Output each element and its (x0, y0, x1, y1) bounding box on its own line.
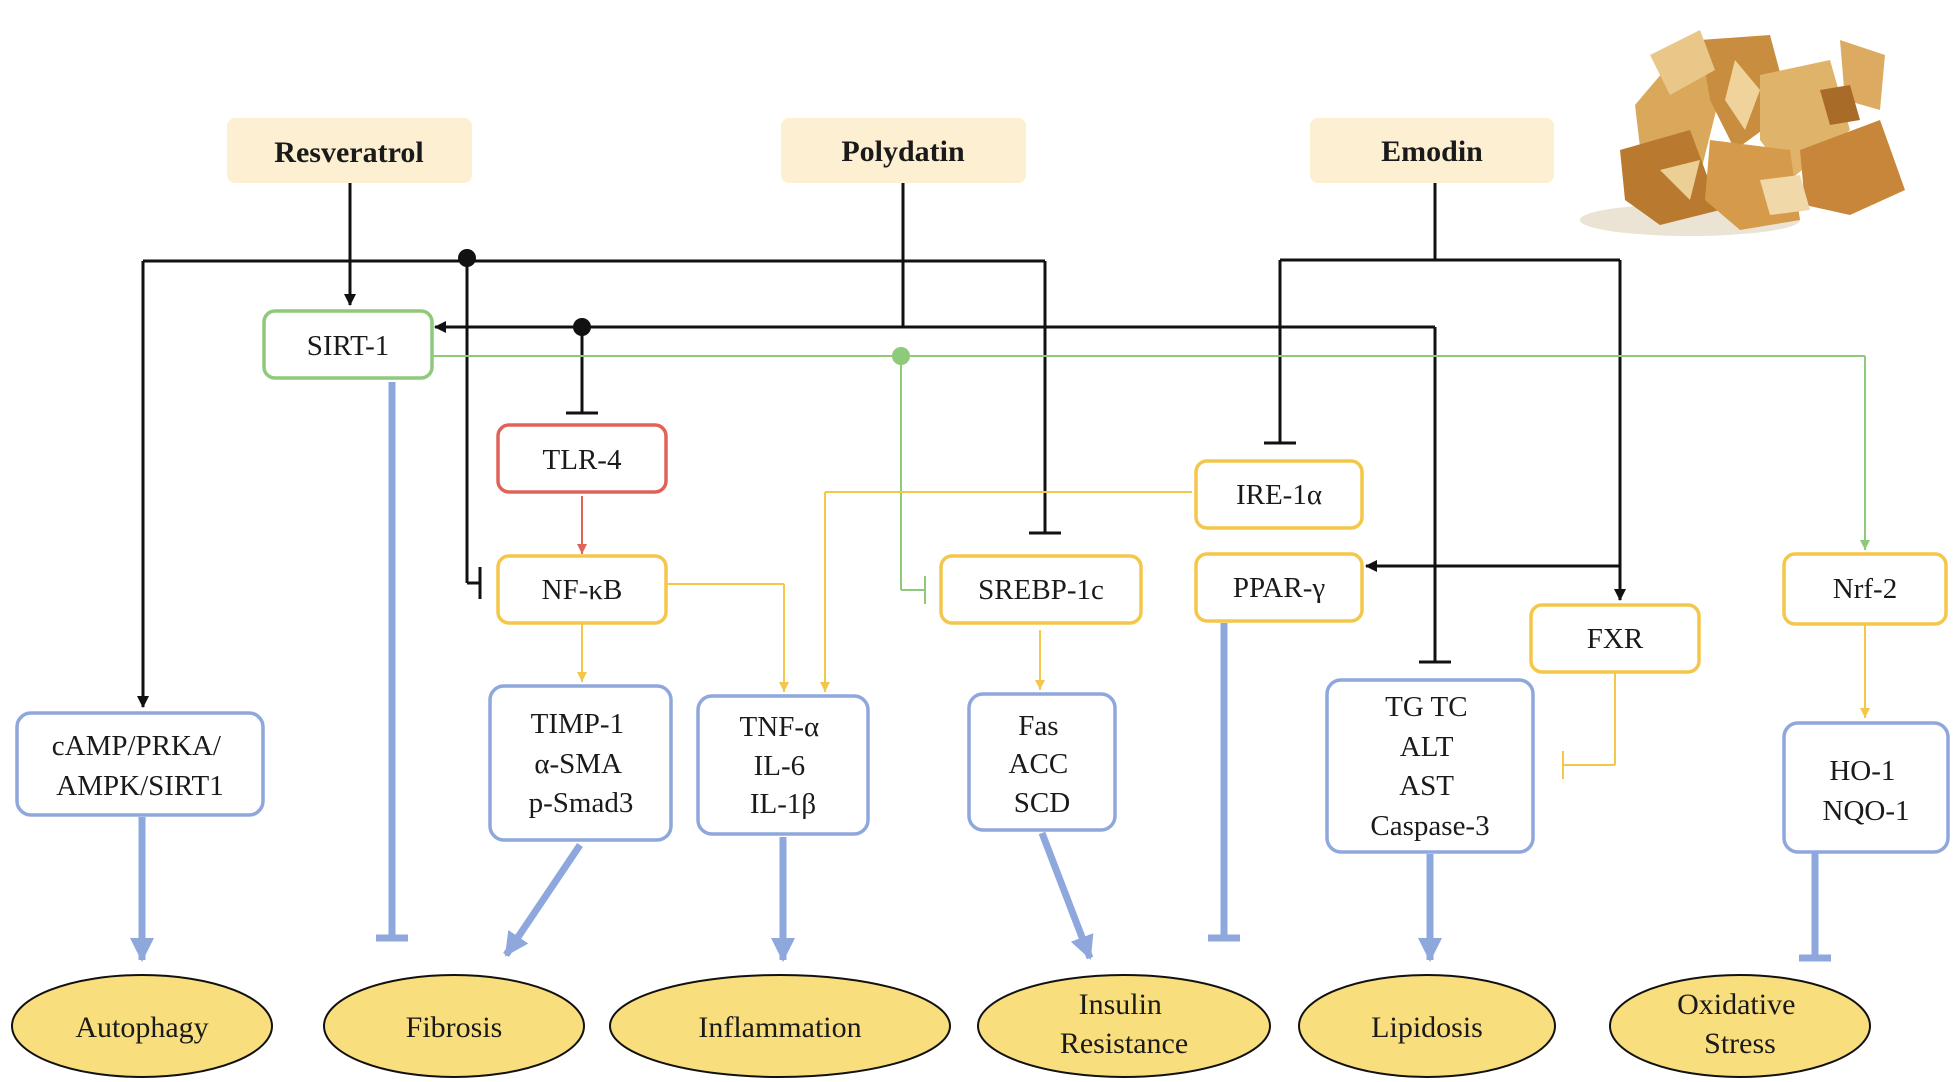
ho1-node: HO-1 NQO-1 (1782, 721, 1950, 854)
fxr-node: FXR (1529, 603, 1701, 674)
camp-text: cAMP/PRKA/ AMPK/SIRT1 (52, 730, 228, 802)
tnf-line: IL-1β (750, 788, 816, 820)
nrf2-node: Nrf-2 (1782, 552, 1948, 626)
timp-line: TIMP-1 (531, 708, 624, 740)
fas-line: ACC (1009, 748, 1069, 780)
fas-node: Fas ACC SCD (967, 692, 1117, 832)
tg-line: TG TC (1385, 691, 1467, 723)
outcome-line: Stress (1704, 1027, 1776, 1060)
yellow-connectors (577, 491, 1870, 779)
sirt1-label: SIRT-1 (307, 330, 390, 362)
outcome-label: Autophagy (75, 1011, 208, 1044)
nfkb-node: NF-κB (496, 554, 668, 625)
sirt1-node: SIRT-1 (262, 309, 434, 380)
camp-line: cAMP/PRKA/ (52, 730, 222, 762)
dried-root-slices-photo (1580, 30, 1905, 236)
tg-node: TG TC ALT AST Caspase-3 (1325, 678, 1535, 854)
timp-node: TIMP-1 α-SMA p-Smad3 (488, 684, 673, 842)
camp-node: cAMP/PRKA/ AMPK/SIRT1 (15, 711, 265, 817)
ire1a-node: IRE-1α (1194, 459, 1364, 530)
srebp1c-node: SREBP-1c (939, 554, 1143, 625)
ire1a-label: IRE-1α (1236, 479, 1322, 511)
tg-line: AST (1399, 770, 1454, 802)
ho1-line: HO-1 (1829, 755, 1895, 787)
resveratrol-box: Resveratrol (227, 118, 472, 183)
outcome-oxidative-stress: Oxidative Stress (1609, 974, 1871, 1078)
fas-line: SCD (1014, 787, 1070, 819)
outcome-label: Fibrosis (406, 1011, 503, 1044)
blue-connectors (130, 382, 1831, 962)
timp-text: TIMP-1 α-SMA p-Smad3 (529, 708, 634, 819)
junction-dot (458, 249, 476, 267)
emodin-box: Emodin (1310, 118, 1554, 183)
outcome-insulin-resistance: Insulin Resistance (977, 974, 1271, 1078)
timp-line: p-Smad3 (529, 787, 634, 819)
pparg-node: PPAR-γ (1194, 552, 1364, 623)
polydatin-box: Polydatin (781, 118, 1026, 183)
tnf-text: TNF-α IL-6 IL-1β (740, 711, 827, 820)
black-connectors (137, 183, 1626, 708)
tg-text: TG TC ALT AST Caspase-3 (1370, 691, 1489, 842)
outcome-label: Insulin Resistance (1060, 988, 1188, 1060)
tg-line: Caspase-3 (1370, 810, 1489, 842)
srebp1c-label: SREBP-1c (978, 574, 1104, 606)
outcome-label: Inflammation (698, 1011, 861, 1044)
junction-dot (892, 347, 910, 365)
nrf2-label: Nrf-2 (1833, 573, 1897, 605)
nfkb-label: NF-κB (542, 574, 623, 606)
tlr4-node: TLR-4 (496, 423, 668, 494)
tlr4-label: TLR-4 (543, 444, 622, 476)
outcome-label: Oxidative Stress (1677, 988, 1803, 1060)
polydatin-label: Polydatin (841, 135, 965, 168)
outcome-line: Resistance (1060, 1027, 1188, 1060)
green-connectors (432, 355, 1870, 604)
tnf-node: TNF-α IL-6 IL-1β (696, 694, 870, 836)
outcome-line: Insulin (1079, 988, 1162, 1021)
pparg-label: PPAR-γ (1233, 572, 1326, 604)
outcome-inflammation: Inflammation (609, 974, 951, 1078)
junction-dot (573, 318, 591, 336)
outcome-autophagy: Autophagy (11, 974, 273, 1078)
camp-line: AMPK/SIRT1 (56, 770, 223, 802)
ho1-line: NQO-1 (1823, 795, 1910, 827)
tnf-line: IL-6 (754, 750, 806, 782)
resveratrol-label: Resveratrol (274, 136, 423, 169)
timp-line: α-SMA (534, 748, 622, 780)
fas-line: Fas (1018, 710, 1058, 742)
outcome-fibrosis: Fibrosis (323, 974, 585, 1078)
fas-text: Fas ACC SCD (1009, 710, 1076, 819)
outcome-lipidosis: Lipidosis (1298, 974, 1556, 1078)
fxr-label: FXR (1587, 623, 1644, 655)
emodin-label: Emodin (1381, 135, 1483, 168)
tg-line: ALT (1400, 731, 1454, 763)
outcome-label: Lipidosis (1371, 1011, 1483, 1044)
tnf-line: TNF-α (740, 711, 820, 743)
outcome-line: Oxidative (1677, 988, 1795, 1021)
ho1-text: HO-1 NQO-1 (1823, 755, 1910, 827)
